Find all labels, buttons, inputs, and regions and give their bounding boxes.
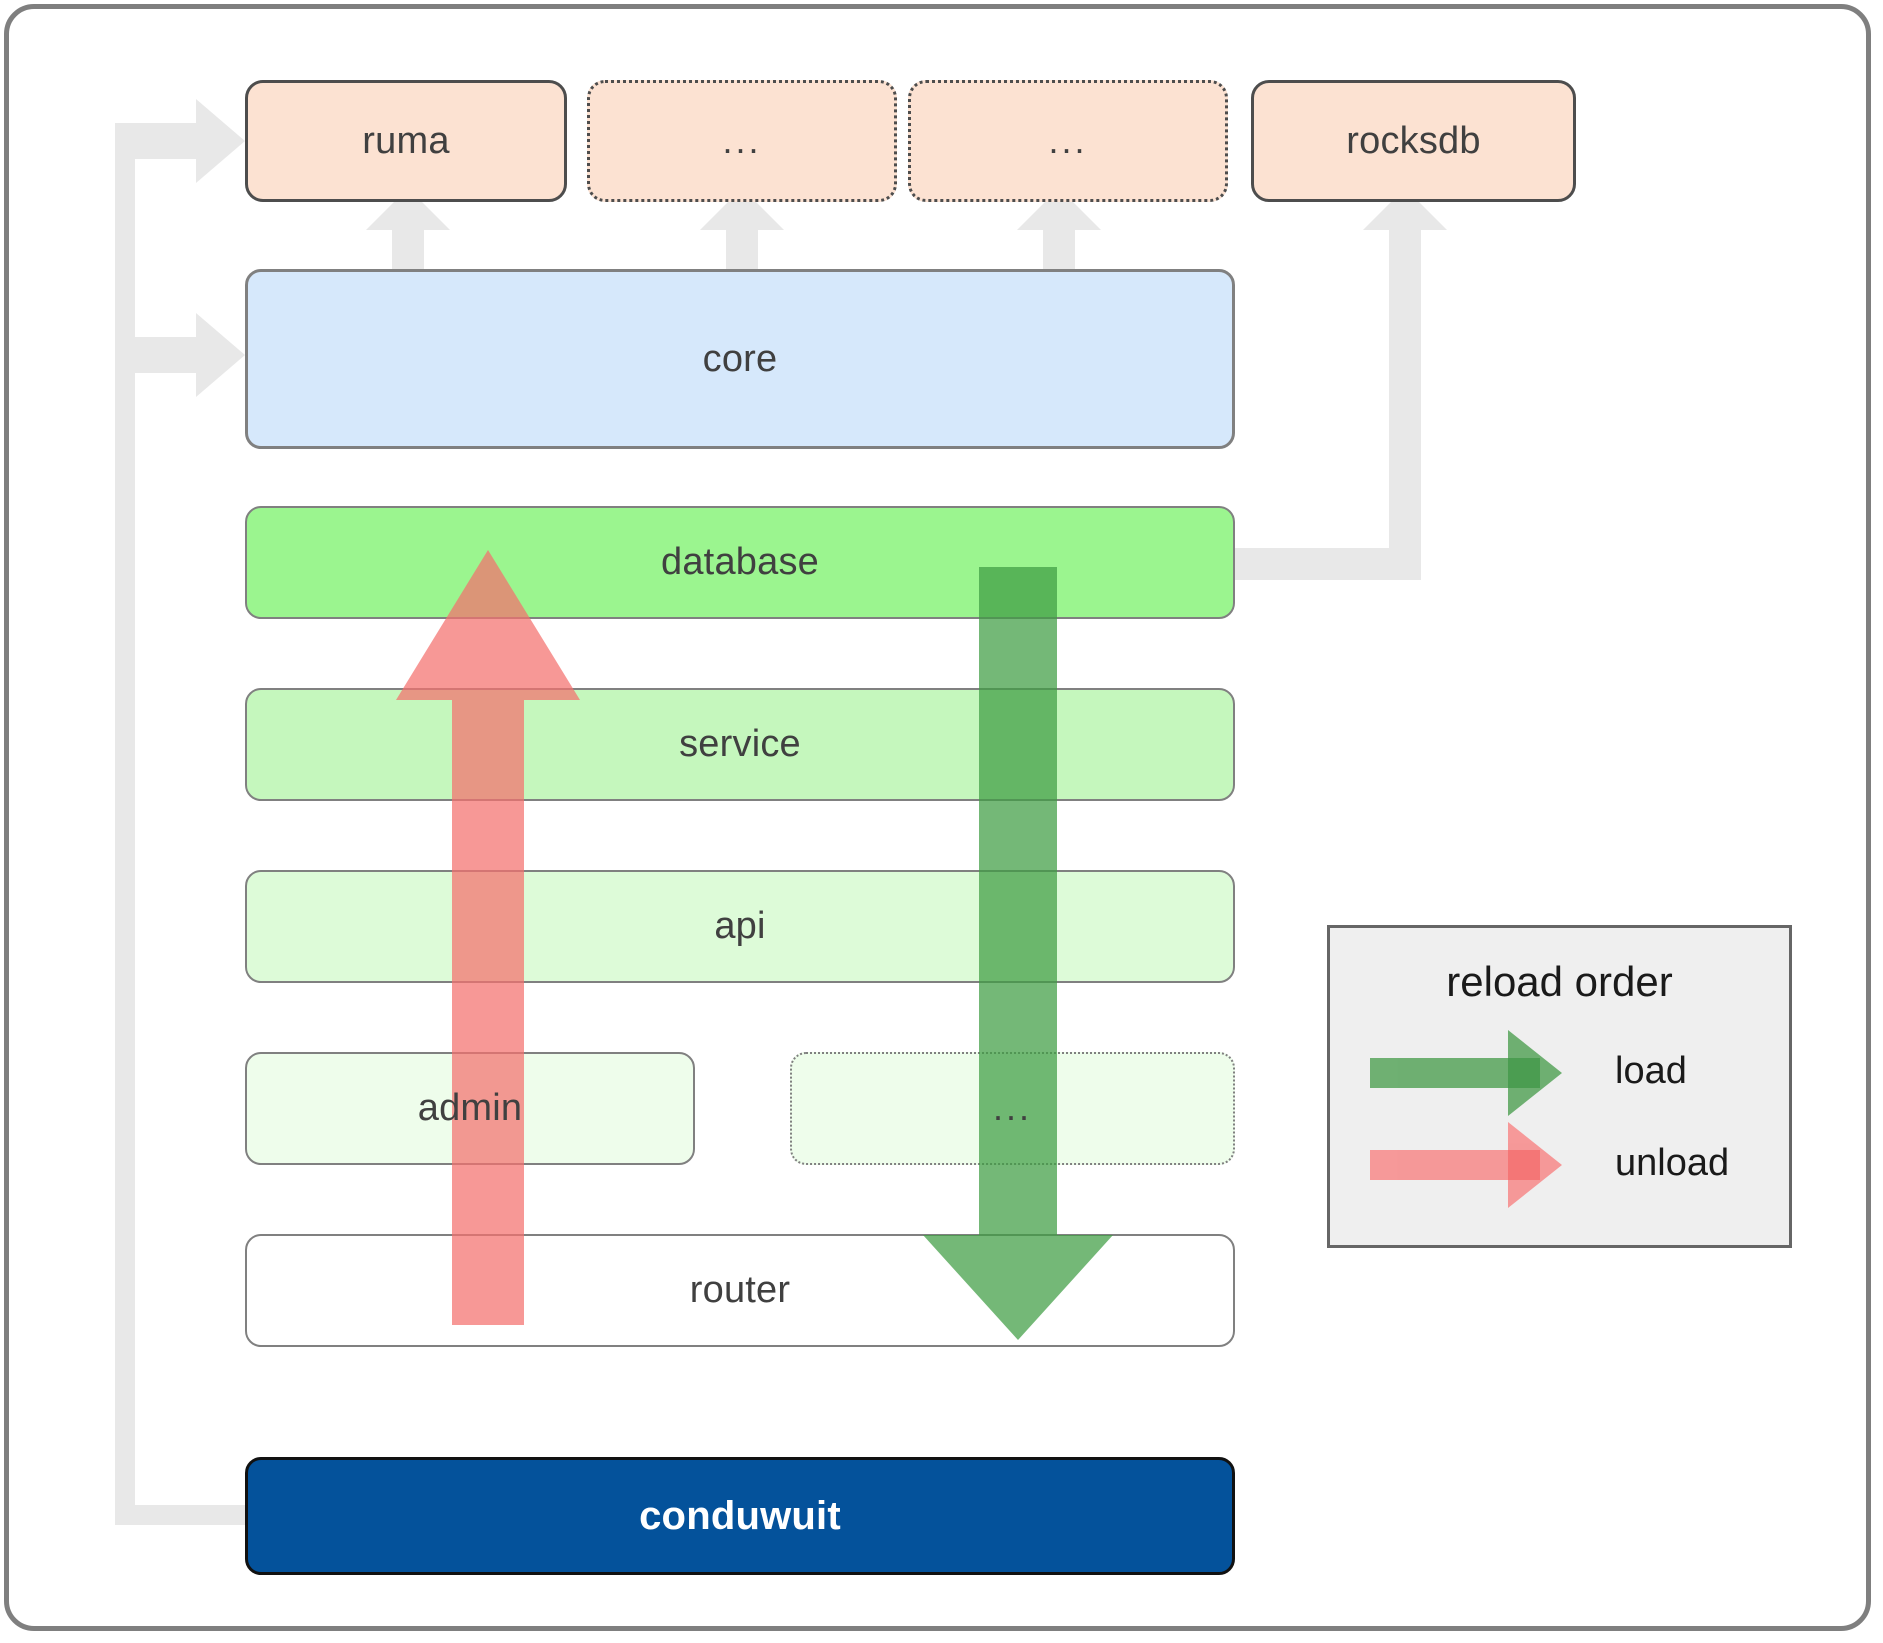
layer-label-database: database — [661, 541, 819, 583]
layer-box-service[interactable]: service — [245, 688, 1235, 801]
legend-load-arrow — [1370, 1030, 1562, 1116]
layer-box-router[interactable]: router — [245, 1234, 1235, 1347]
core-box[interactable]: core — [245, 269, 1235, 449]
diagram-frame — [4, 4, 1871, 1631]
dependency-label-ruma: ruma — [362, 119, 450, 162]
layer-box-admin[interactable]: admin — [245, 1052, 695, 1165]
dependency-box-ellipsis-2[interactable]: ... — [908, 80, 1228, 202]
binary-box-conduwuit[interactable]: conduwuit — [245, 1457, 1235, 1575]
dependency-label-ellipsis-2: ... — [1048, 119, 1088, 161]
core-label: core — [702, 337, 778, 380]
dependency-box-ellipsis-1[interactable]: ... — [587, 80, 897, 202]
layer-label-router: router — [689, 1269, 791, 1311]
legend-unload-arrow — [1370, 1122, 1562, 1208]
dependency-box-rocksdb[interactable]: rocksdb — [1251, 80, 1576, 202]
layer-box-api[interactable]: api — [245, 870, 1235, 983]
layer-label-admin: admin — [417, 1087, 523, 1129]
layer-box-ellipsis[interactable]: ... — [790, 1052, 1235, 1165]
layer-box-database[interactable]: database — [245, 506, 1235, 619]
legend-panel: reload order load unload — [1327, 925, 1792, 1248]
dependency-box-ruma[interactable]: ruma — [245, 80, 567, 202]
binary-label-conduwuit: conduwuit — [639, 1493, 841, 1538]
legend-label-unload: unload — [1615, 1142, 1730, 1184]
dependency-label-rocksdb: rocksdb — [1346, 119, 1481, 162]
dependency-label-ellipsis-1: ... — [722, 119, 762, 161]
layer-label-api: api — [714, 905, 766, 947]
legend-label-load: load — [1615, 1050, 1687, 1092]
legend-arrows — [1370, 1030, 1562, 1208]
layer-label-service: service — [679, 723, 801, 765]
layer-label-ellipsis: ... — [992, 1087, 1032, 1129]
legend-title: reload order — [1446, 958, 1673, 1005]
